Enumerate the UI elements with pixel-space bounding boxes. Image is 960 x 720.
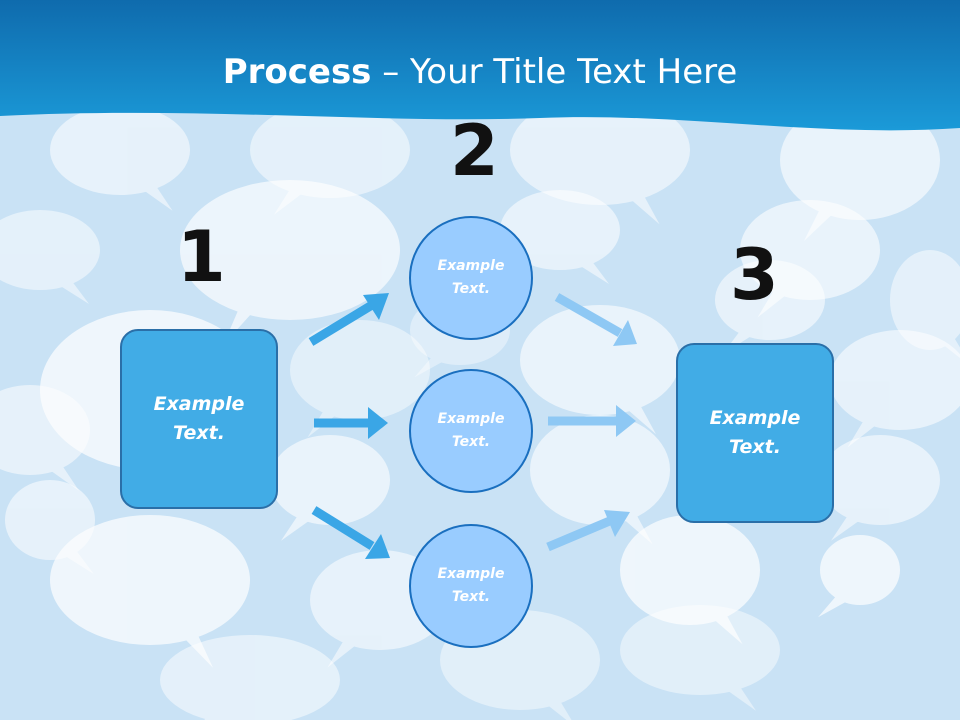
- speech-bubble-shape: [620, 515, 760, 645]
- slide-title: Process – Your Title Text Here: [0, 52, 960, 92]
- speech-bubble-shape: [820, 435, 940, 541]
- speech-bubble-shape: [818, 535, 900, 618]
- speech-bubble-shape: [520, 305, 680, 435]
- arrow-1-to-middle: [314, 407, 388, 439]
- step-2-circle-middle-label: Example Text.: [437, 411, 505, 450]
- step-2-circle-top-label: Example Text.: [437, 258, 505, 297]
- step-2-circle-top: Example Text.: [409, 216, 533, 340]
- step-3-label: Example Text.: [709, 407, 801, 458]
- speech-bubble-shape: [890, 250, 960, 359]
- step-2-circle-middle: Example Text.: [409, 369, 533, 493]
- title-bold: Process: [222, 52, 372, 92]
- speech-bubble-shape: [270, 435, 390, 541]
- step-number-3: 3: [730, 234, 779, 316]
- arrow-1-to-top: [308, 293, 389, 346]
- arrow-bottom-to-3: [546, 510, 630, 552]
- speech-bubble-shape: [0, 210, 100, 304]
- step-1-box: Example Text.: [120, 329, 278, 509]
- step-1-label: Example Text.: [153, 393, 245, 444]
- speech-bubble-shape: [500, 190, 620, 284]
- step-2-circle-bottom: Example Text.: [409, 524, 533, 648]
- speech-bubble-shape: [160, 635, 340, 720]
- speech-bubble-shape: [5, 480, 95, 574]
- speech-bubble-shape: [510, 95, 690, 225]
- step-number-1: 1: [177, 216, 226, 298]
- title-rest: – Your Title Text Here: [371, 52, 738, 92]
- speech-bubble-shape: [50, 105, 190, 211]
- arrow-1-to-bottom: [311, 506, 390, 559]
- step-2-circle-bottom-label: Example Text.: [437, 566, 505, 605]
- header-banner: [0, 0, 960, 131]
- step-3-box: Example Text.: [676, 343, 834, 523]
- arrow-top-to-3: [554, 293, 637, 346]
- arrow-middle-to-3: [548, 405, 636, 437]
- speech-bubble-shape: [620, 605, 780, 711]
- step-number-2: 2: [450, 110, 499, 192]
